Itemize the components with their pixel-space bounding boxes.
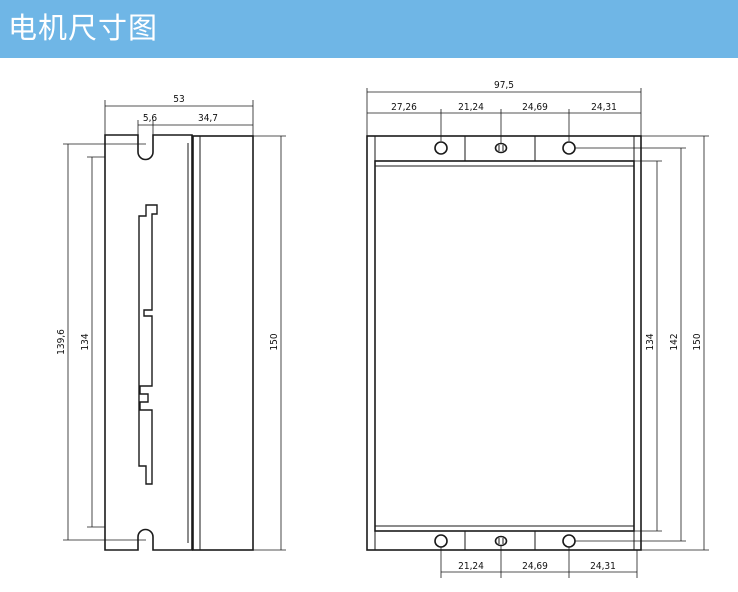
mount-hole	[562, 141, 576, 155]
dim-53-label: 53	[173, 94, 184, 105]
side-view: 53 5,6 34,7 139,6 134 150	[56, 94, 286, 551]
front-inner-panel	[374, 160, 635, 532]
dim-21-24-label: 21,24	[458, 102, 484, 113]
page-title: 电机尺寸图	[8, 11, 159, 45]
side-connector-profile	[138, 204, 158, 485]
header-banner: 电机尺寸图	[0, 0, 738, 58]
dim-134-front-label: 134	[645, 333, 656, 350]
dim-24-69-label: 24,69	[522, 102, 548, 113]
side-heatsink	[192, 135, 254, 551]
dim-21-24-bottom-label: 21,24	[458, 561, 484, 572]
dim-150-label: 150	[269, 333, 280, 350]
mount-hole	[434, 141, 448, 155]
mount-slot	[494, 535, 508, 547]
dim-24-69-bottom-label: 24,69	[522, 561, 548, 572]
dim-24-31-bottom-label: 24,31	[590, 561, 616, 572]
front-outer-frame	[366, 135, 642, 551]
front-view: 97,5 27,26 21,24 24,69 24,31 21,24 24,69…	[366, 80, 709, 578]
mount-hole	[562, 534, 576, 548]
dim-97-5-label: 97,5	[494, 80, 514, 91]
dim-134-label: 134	[80, 333, 91, 350]
dim-27-26-label: 27,26	[391, 102, 417, 113]
dim-5-6-label: 5,6	[143, 113, 158, 124]
dim-34-7-label: 34,7	[198, 113, 218, 124]
side-plate-outline	[104, 134, 193, 551]
mount-slot	[494, 142, 508, 154]
dim-139-6-label: 139,6	[56, 329, 67, 355]
dim-24-31-label: 24,31	[591, 102, 617, 113]
dim-142-label: 142	[669, 333, 680, 350]
dim-150-front-label: 150	[692, 333, 703, 350]
mount-hole	[434, 534, 448, 548]
